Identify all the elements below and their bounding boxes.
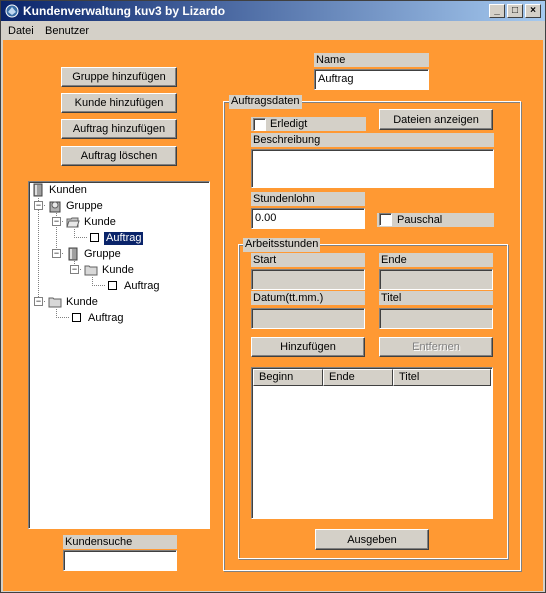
tree-node-order[interactable]: Auftrag [29,279,209,293]
database-icon [33,183,43,197]
done-row [251,117,366,131]
show-files-button[interactable]: Dateien anzeigen [379,109,493,130]
hourly-wage-label: Stundenlohn [251,192,365,206]
tree-label-gruppe: Gruppe [66,200,103,212]
name-input[interactable]: Auftrag [314,69,429,90]
tree-label-auftrag: Auftrag [102,231,145,246]
window-title: Kundenverwaltung kuv3 by Lizardo [23,4,226,18]
minimize-icon: _ [494,5,500,16]
tree-node-customer[interactable]: − Kunde [29,295,209,309]
delete-order-button[interactable]: Auftrag löschen [61,146,177,166]
database-icon [68,247,78,261]
maximize-button[interactable]: □ [507,4,523,18]
work-hours-list[interactable]: Beginn Ende Titel [251,367,493,519]
customer-search-input[interactable] [63,550,177,571]
date-label: Datum(tt.mm.) [251,291,365,305]
tree-label-gruppe: Gruppe [84,248,121,260]
start-label: Start [251,253,365,267]
column-header-ende[interactable]: Ende [323,369,393,386]
menu-benutzer[interactable]: Benutzer [45,25,90,37]
tree-node-customer[interactable]: − Kunde [29,215,209,229]
close-icon: × [530,5,536,16]
tree-node-customer[interactable]: − Kunde [29,263,209,277]
group-icon [49,201,61,213]
name-label: Name [314,53,429,67]
tree-node-group[interactable]: − Gruppe [29,199,209,213]
column-header-titel[interactable]: Titel [393,369,491,386]
date-input[interactable] [251,308,365,329]
add-hours-button[interactable]: Hinzufügen [251,337,365,357]
menu-bar: Datei Benutzer [1,21,545,40]
tree-node-order-selected[interactable]: Auftrag [29,231,209,246]
checkbox-icon[interactable] [72,313,81,322]
collapse-icon[interactable]: − [34,296,43,306]
collapse-icon[interactable]: − [34,200,43,210]
add-order-button[interactable]: Auftrag hinzufügen [61,119,177,139]
tree-line [56,309,57,317]
minimize-button[interactable]: _ [489,4,505,18]
flat-rate-label: Pauschal [397,214,443,226]
close-button[interactable]: × [525,4,541,18]
title-bar[interactable]: Kundenverwaltung kuv3 by Lizardo _ □ × [1,1,545,21]
description-label: Beschreibung [251,133,494,147]
title-input[interactable] [379,308,493,329]
menu-datei[interactable]: Datei [8,25,34,37]
checkbox-icon[interactable] [90,233,99,242]
tree-line [56,213,57,253]
add-customer-button[interactable]: Kunde hinzufügen [61,93,177,113]
collapse-icon[interactable]: − [52,216,61,226]
collapse-icon[interactable]: − [52,248,61,258]
client-area: Gruppe hinzufügen Kunde hinzufügen Auftr… [3,40,543,591]
add-group-button[interactable]: Gruppe hinzufügen [61,67,177,87]
hourly-wage-input[interactable]: 0.00 [251,208,365,229]
flat-rate-checkbox[interactable] [379,213,392,226]
tree-node-order[interactable]: Auftrag [29,311,209,325]
remove-hours-button[interactable]: Entfernen [379,337,493,357]
tree-node-root[interactable]: Kunden [29,183,209,197]
folder-icon [84,265,98,276]
tree-label-auftrag: Auftrag [124,280,160,292]
tree-line [38,198,39,302]
customer-search-label: Kundensuche [63,535,177,549]
done-checkbox[interactable] [253,118,266,131]
tree-line [74,229,75,237]
work-hours-group [238,244,508,559]
tree-line [92,285,106,286]
maximize-icon: □ [511,5,519,16]
tree-label-kunde: Kunde [66,296,98,308]
tree-node-group[interactable]: − Gruppe [29,247,209,261]
collapse-icon[interactable]: − [70,264,79,274]
app-icon [5,4,19,18]
folder-open-icon [66,217,80,228]
done-label: Erledigt [270,118,308,130]
tree-line [56,317,70,318]
tree-label-kunde: Kunde [102,264,134,276]
tree-line [74,237,88,238]
start-input[interactable] [251,269,365,290]
order-data-title: Auftragsdaten [229,95,302,109]
work-hours-title: Arbeitsstunden [243,238,321,252]
flat-rate-row [377,213,494,227]
output-button[interactable]: Ausgeben [315,529,429,550]
end-label: Ende [379,253,493,267]
description-input[interactable] [251,149,494,188]
tree-label-kunde: Kunde [84,216,116,228]
folder-icon [48,297,62,308]
column-header-beginn[interactable]: Beginn [253,369,323,386]
tree-line [92,277,93,285]
tree-label-auftrag: Auftrag [88,312,124,324]
order-data-group [223,101,521,571]
end-input[interactable] [379,269,493,290]
checkbox-icon[interactable] [108,281,117,290]
title-label: Titel [379,291,493,305]
customer-tree[interactable]: Kunden − Gruppe − Kunde [28,181,210,529]
tree-label-kunden: Kunden [49,184,87,196]
